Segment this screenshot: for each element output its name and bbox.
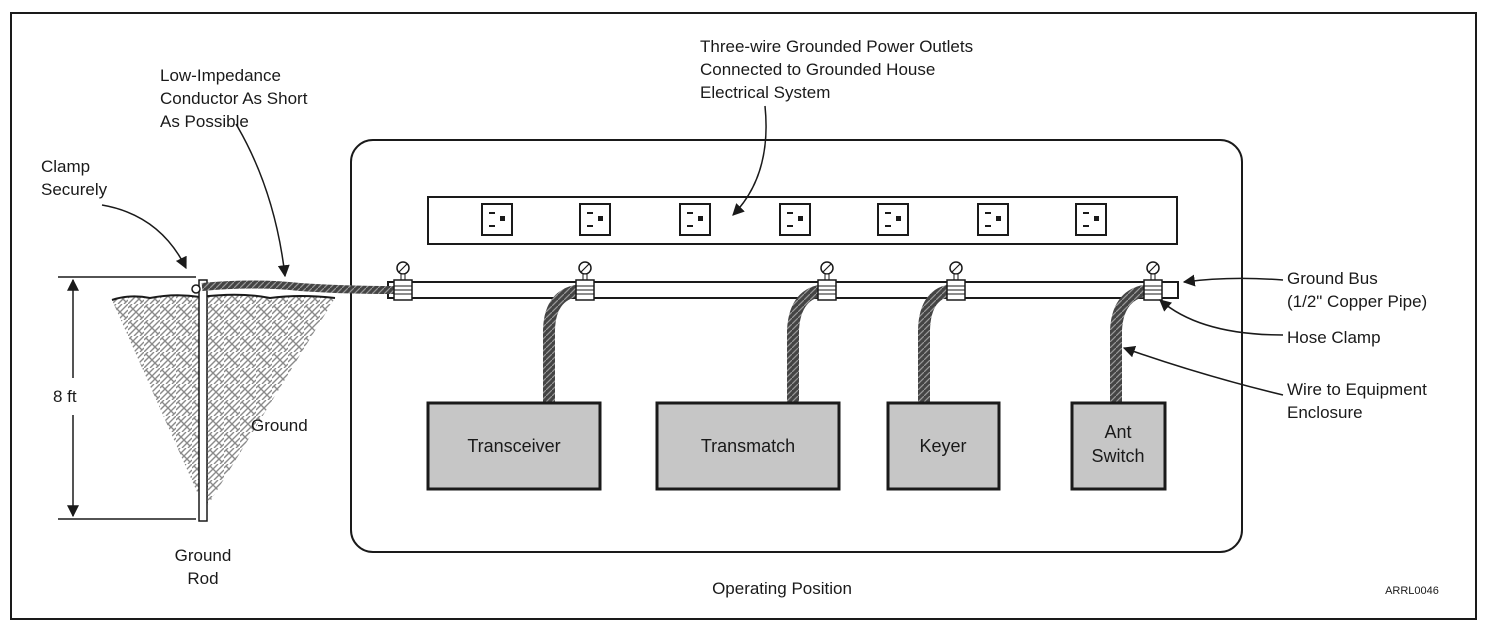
ground-conductor xyxy=(201,280,396,294)
equipment-boxes xyxy=(426,401,1167,491)
ant-switch-label-2: Switch xyxy=(1091,446,1144,466)
power-outlets xyxy=(481,203,1107,236)
power-outlet-icon xyxy=(579,203,611,236)
wire-to-equipment-label-2: Enclosure xyxy=(1287,403,1363,422)
ground-label: Ground xyxy=(251,416,308,435)
power-outlet-icon xyxy=(779,203,811,236)
low-impedance-label-2: Conductor As Short xyxy=(160,89,308,108)
hose-clamp-icon xyxy=(1143,261,1163,301)
equipment-wires xyxy=(543,284,1152,403)
figure-id: ARRL0046 xyxy=(1385,585,1439,597)
ground-rod xyxy=(198,279,208,522)
height-label: 8 ft xyxy=(53,387,77,406)
power-outlet-icon xyxy=(481,203,513,236)
transmatch-box xyxy=(655,401,841,491)
hose-clamp-label: Hose Clamp xyxy=(1287,328,1381,347)
hose-clamp-icon xyxy=(817,261,837,301)
keyer-label: Keyer xyxy=(919,436,966,456)
outlets-label-2: Connected to Grounded House xyxy=(700,60,935,79)
power-outlet-icon xyxy=(877,203,909,236)
ground-bus-pipe xyxy=(387,281,1179,299)
ground-rod-label-2: Rod xyxy=(187,569,218,588)
clamp-securely-label-2: Securely xyxy=(41,180,108,199)
ant-switch-box xyxy=(1070,401,1167,491)
transmatch-label: Transmatch xyxy=(701,436,795,456)
height-dimension xyxy=(58,276,196,520)
low-impedance-label-3: As Possible xyxy=(160,112,249,131)
keyer-box xyxy=(886,401,1001,491)
operating-position-panel xyxy=(350,139,1243,553)
ground-rod-label-1: Ground xyxy=(175,546,232,565)
power-outlet-icon xyxy=(679,203,711,236)
power-outlet-icon xyxy=(977,203,1009,236)
ant-switch-label-1: Ant xyxy=(1104,422,1131,442)
wire-to-equipment-label-1: Wire to Equipment xyxy=(1287,380,1427,399)
transceiver-label: Transceiver xyxy=(467,436,560,456)
ground-bus-label-2: (1/2" Copper Pipe) xyxy=(1287,292,1427,311)
hose-clamp-icon xyxy=(946,261,966,301)
hose-clamps xyxy=(393,261,1163,301)
rod-clamp xyxy=(191,284,201,294)
ground-bus-label-1: Ground Bus xyxy=(1287,269,1378,288)
clamp-securely-label-1: Clamp xyxy=(41,157,90,176)
ground-earth xyxy=(111,293,336,510)
operating-position-label: Operating Position xyxy=(712,579,852,598)
outlets-label-3: Electrical System xyxy=(700,83,830,102)
hose-clamp-icon xyxy=(393,261,413,301)
figure-frame xyxy=(10,12,1477,620)
transceiver-box xyxy=(426,401,602,491)
power-outlet-icon xyxy=(1075,203,1107,236)
low-impedance-label-1: Low-Impedance xyxy=(160,66,281,85)
outlets-label-1: Three-wire Grounded Power Outlets xyxy=(700,37,973,56)
hose-clamp-icon xyxy=(575,261,595,301)
leader-arrows xyxy=(101,105,1284,396)
